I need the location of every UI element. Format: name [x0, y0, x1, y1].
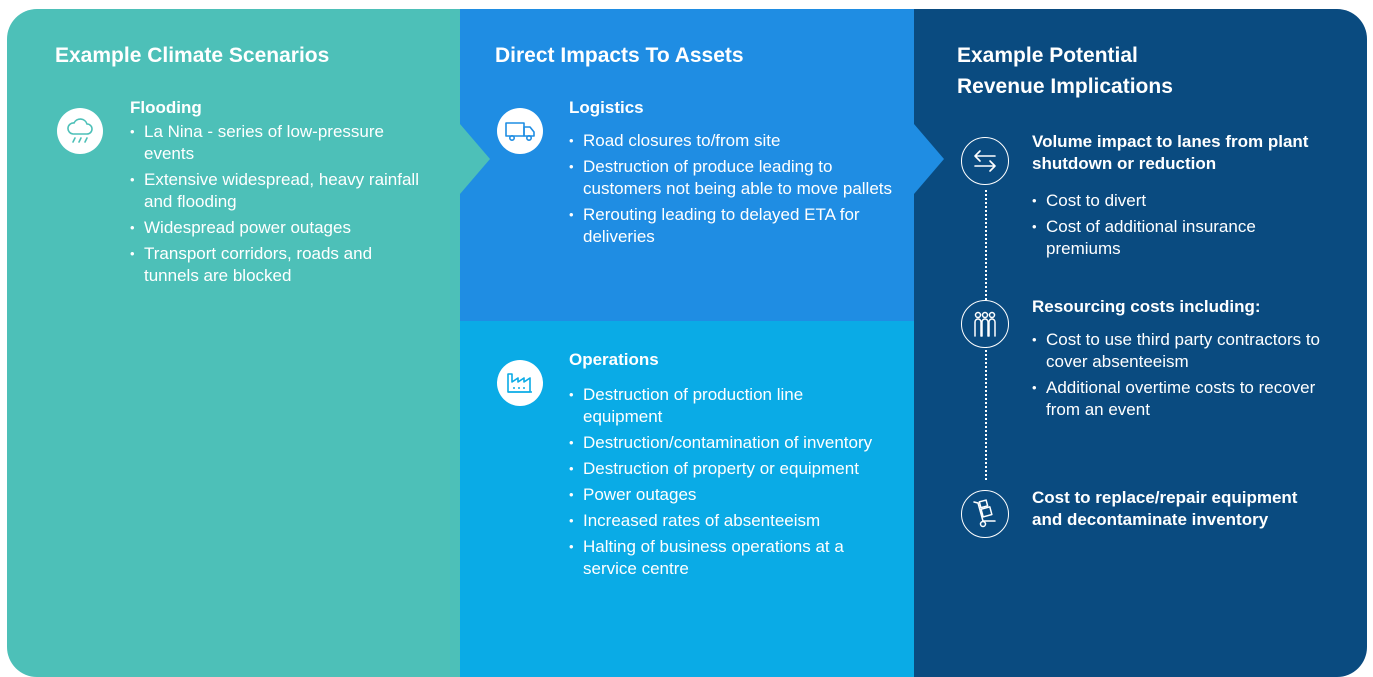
logistics-subtitle: Logistics — [569, 98, 644, 117]
rain-cloud-icon — [57, 108, 103, 154]
list-item: Additional overtime costs to recover fro… — [1032, 377, 1332, 421]
scenarios-title: Example Climate Scenarios — [55, 44, 330, 67]
factory-icon — [497, 360, 543, 406]
revenue-item-1-title: Volume impact to lanes from plant shutdo… — [1032, 132, 1309, 173]
revenue-item-3-title: Cost to replace/repair equipment and dec… — [1032, 488, 1298, 529]
list-item: Cost to divert — [1032, 190, 1332, 212]
flooding-bullets: La Nina - series of low-pressure events … — [130, 121, 430, 291]
revenue-item-2-bullets: Cost to use third party contractors to c… — [1032, 329, 1332, 425]
list-item: Increased rates of absenteeism — [569, 510, 879, 532]
list-item: Road closures to/from site — [569, 130, 899, 152]
list-item: Extensive widespread, heavy rainfall and… — [130, 169, 430, 213]
list-item: Destruction of property or equipment — [569, 458, 879, 480]
revenue-title-line1: Example Potential — [957, 44, 1138, 67]
list-item: Cost of additional insurance premiums — [1032, 216, 1332, 260]
flooding-subtitle: Flooding — [130, 98, 202, 117]
list-item: Destruction of production line equipment — [569, 384, 879, 428]
list-item: Destruction/contamination of inventory — [569, 432, 879, 454]
list-item: Halting of business operations at a serv… — [569, 536, 879, 580]
hand-truck-icon — [961, 490, 1009, 538]
list-item: Rerouting leading to delayed ETA for del… — [569, 204, 899, 248]
revenue-item-2-title: Resourcing costs including: — [1032, 297, 1261, 316]
list-item: Transport corridors, roads and tunnels a… — [130, 243, 430, 287]
arrows-exchange-icon — [961, 137, 1009, 185]
revenue-item-1-bullets: Cost to divert Cost of additional insura… — [1032, 190, 1332, 264]
list-item: Power outages — [569, 484, 879, 506]
operations-subtitle: Operations — [569, 350, 659, 369]
scenarios-chevron — [460, 9, 492, 677]
revenue-title-line2: Revenue Implications — [957, 75, 1173, 98]
impacts-title: Direct Impacts To Assets — [495, 44, 744, 67]
list-item: Destruction of produce leading to custom… — [569, 156, 899, 200]
people-group-icon — [961, 300, 1009, 348]
impacts-chevron — [914, 9, 946, 677]
list-item: Cost to use third party contractors to c… — [1032, 329, 1332, 373]
logistics-bullets: Road closures to/from site Destruction o… — [569, 130, 899, 252]
truck-icon — [497, 108, 543, 154]
operations-bullets: Destruction of production line equipment… — [569, 384, 879, 584]
list-item: Widespread power outages — [130, 217, 430, 239]
list-item: La Nina - series of low-pressure events — [130, 121, 430, 165]
